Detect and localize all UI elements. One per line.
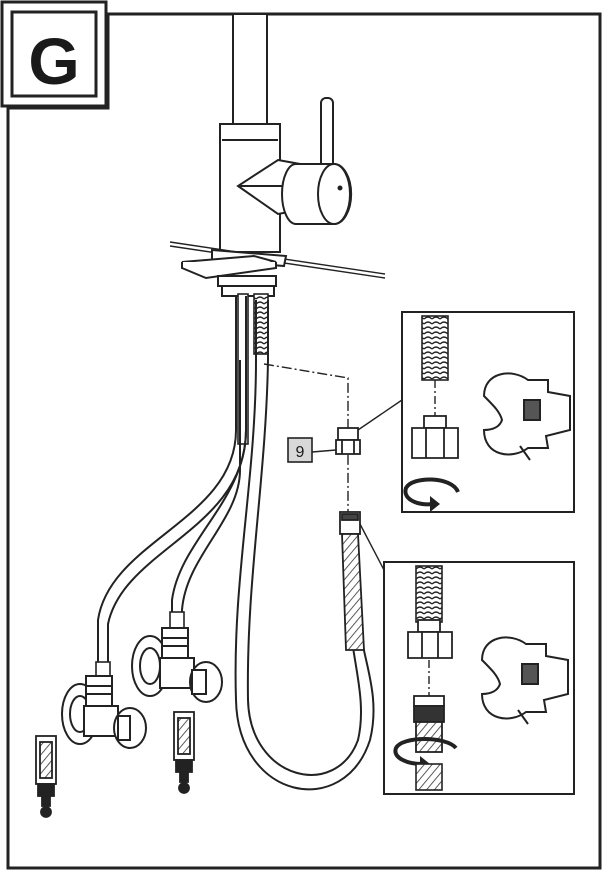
angle-valve-right: [131, 627, 223, 703]
braided-hose: [339, 511, 365, 651]
adjustable-wrench-icon-lower: [480, 636, 569, 725]
hex-nut-lower: [407, 619, 453, 659]
hex-nut-upper: [411, 415, 459, 459]
detail-box-lower: [383, 561, 575, 795]
mounting-base: [181, 248, 288, 297]
corrugated-hose: [421, 315, 449, 381]
part-number: 9: [296, 444, 305, 461]
rotation-arrow-icon-lower: [393, 737, 458, 766]
detail-box-upper: [401, 311, 575, 513]
step-badge: G: [0, 0, 108, 108]
threaded-shank: [237, 293, 269, 445]
angle-valve-left: [61, 675, 147, 749]
faucet: [219, 13, 353, 253]
filter-cartridge-right: [173, 711, 195, 794]
step-letter: G: [28, 24, 79, 98]
rotation-arrow-icon: [403, 477, 460, 507]
part-number-badge: 9: [287, 437, 337, 463]
connection-guide-line: [263, 363, 349, 520]
faucet-spout: [232, 13, 268, 131]
pull-out-hose: [234, 300, 375, 791]
outer-frame: [6, 12, 602, 870]
adjustable-wrench-icon: [482, 372, 571, 461]
corrugated-hose-lower: [415, 565, 443, 623]
supply-hoses: [97, 296, 375, 791]
connector-fitting: [335, 427, 361, 455]
filter-cartridge-left: [35, 735, 57, 818]
threaded-fitting: [413, 695, 445, 753]
